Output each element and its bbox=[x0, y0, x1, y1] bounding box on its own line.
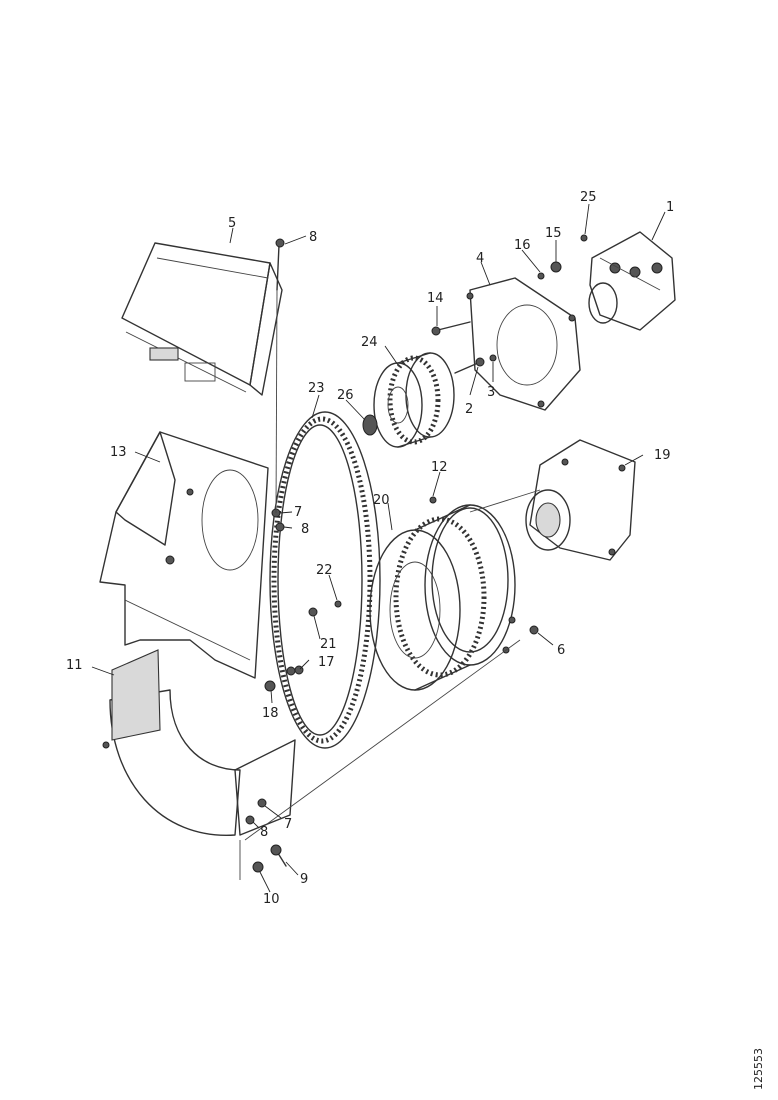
callout-10: 10 bbox=[263, 892, 280, 907]
callout-1: 1 bbox=[666, 200, 674, 215]
callout-4: 4 bbox=[476, 251, 484, 266]
reference-code-vertical: 125553 bbox=[752, 1048, 765, 1090]
callout-8-bottom: 8 bbox=[260, 825, 268, 840]
part-23-ring-gear bbox=[269, 411, 381, 749]
part-5-upper-cover bbox=[121, 242, 283, 396]
part-12-flywheel bbox=[429, 496, 516, 653]
callout-8-top: 8 bbox=[309, 230, 317, 245]
part-1-pump bbox=[588, 231, 676, 331]
hardware-bolts bbox=[239, 234, 588, 880]
callout-23: 23 bbox=[308, 381, 325, 396]
callout-19: 19 bbox=[654, 448, 671, 463]
callout-11: 11 bbox=[66, 658, 83, 673]
callout-13: 13 bbox=[110, 445, 127, 460]
callout-21: 21 bbox=[320, 637, 337, 652]
callout-2: 2 bbox=[465, 402, 473, 417]
callout-15: 15 bbox=[545, 226, 562, 241]
callout-14: 14 bbox=[427, 291, 444, 306]
part-20-clutch-drum bbox=[369, 504, 516, 691]
callout-18: 18 bbox=[262, 706, 279, 721]
part-4-mounting-plate bbox=[466, 277, 581, 411]
callout-24: 24 bbox=[361, 335, 378, 350]
callout-7-lower: 7 bbox=[284, 817, 292, 832]
callout-26: 26 bbox=[337, 388, 354, 403]
part-26-washer bbox=[362, 414, 378, 436]
callout-22: 22 bbox=[316, 563, 333, 578]
leader-lines bbox=[91, 203, 666, 893]
callout-labels: 1 2 3 4 5 6 7 7 8 8 8 9 10 11 12 13 14 1… bbox=[66, 190, 674, 907]
callout-25: 25 bbox=[580, 190, 597, 205]
callout-6: 6 bbox=[557, 643, 565, 658]
part-24-sprocket bbox=[373, 352, 455, 448]
part-13-flywheel-housing bbox=[99, 431, 296, 836]
callout-20: 20 bbox=[373, 493, 390, 508]
callout-8-middle: 8 bbox=[301, 522, 309, 537]
part-19-gearbox-adapter bbox=[525, 439, 636, 561]
callout-7-upper: 7 bbox=[294, 505, 302, 520]
callout-12: 12 bbox=[431, 460, 448, 475]
callout-17: 17 bbox=[318, 655, 335, 670]
callout-9: 9 bbox=[300, 872, 308, 887]
callout-5: 5 bbox=[228, 216, 236, 231]
callout-3: 3 bbox=[487, 385, 495, 400]
callout-16: 16 bbox=[514, 238, 531, 253]
reference-code: 125553 bbox=[752, 1048, 765, 1090]
